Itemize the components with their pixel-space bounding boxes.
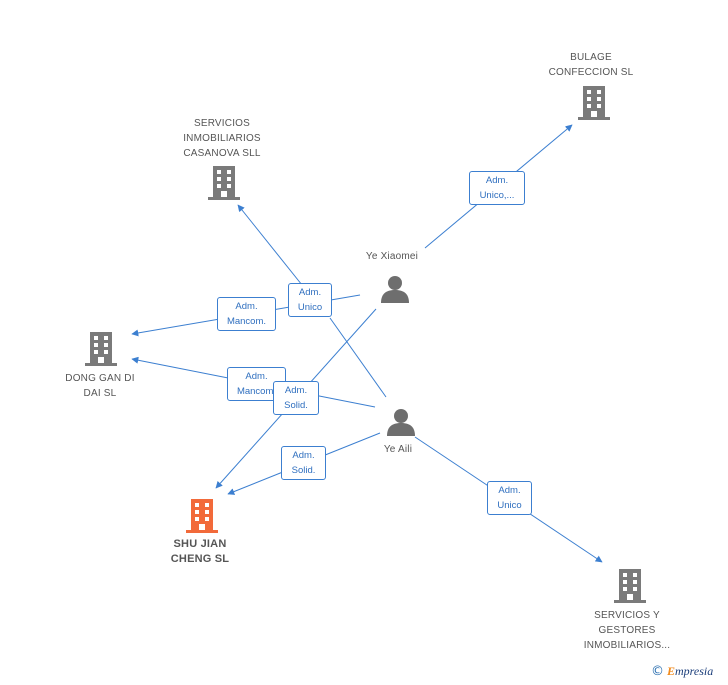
node-label-bulage: BULAGE CONFECCION SL (548, 52, 634, 78)
edge-label-xiaomei-dong[interactable]: Adm. Mancom. (217, 297, 276, 331)
building-icon[interactable] (186, 499, 218, 538)
person-icon[interactable] (387, 408, 415, 441)
person-label-ye-xiaomei: Ye Xiaomei (365, 251, 419, 262)
building-icon[interactable] (208, 166, 240, 205)
edge-label-xiaomei-casanova[interactable]: Adm. Unico (288, 283, 332, 317)
empresia-watermark[interactable]: © Empresia (651, 664, 713, 679)
edge-label-xiaomei-shu[interactable]: Adm. Solid. (273, 381, 319, 415)
person-icon[interactable] (381, 275, 409, 308)
watermark-brand-rest: mpresia (675, 664, 714, 678)
copyright-icon: © (651, 664, 664, 679)
person-label-ye-aili: Ye Aili (383, 444, 413, 455)
building-icon[interactable] (578, 86, 610, 125)
edge-label-aili-shu[interactable]: Adm. Solid. (281, 446, 326, 480)
building-icon[interactable] (614, 569, 646, 608)
node-label-dong-gan: DONG GAN DI DAI SL (65, 373, 135, 399)
edge-line (329, 317, 387, 398)
node-label-casanova: SERVICIOS INMOBILIARIOS CASANOVA SLL (183, 118, 261, 159)
watermark-brand-initial: E (667, 664, 676, 678)
node-label-shu-jian: SHU JIAN CHENG SL (170, 538, 230, 565)
node-label-servicios-gestores: SERVICIOS Y GESTORES INMOBILIARIOS... (583, 610, 671, 651)
edge-label-aili-servicios[interactable]: Adm. Unico (487, 481, 532, 515)
edge-line (237, 204, 303, 286)
edge-label-xiaomei-bulage[interactable]: Adm. Unico,... (469, 171, 525, 205)
building-icon[interactable] (85, 332, 117, 371)
